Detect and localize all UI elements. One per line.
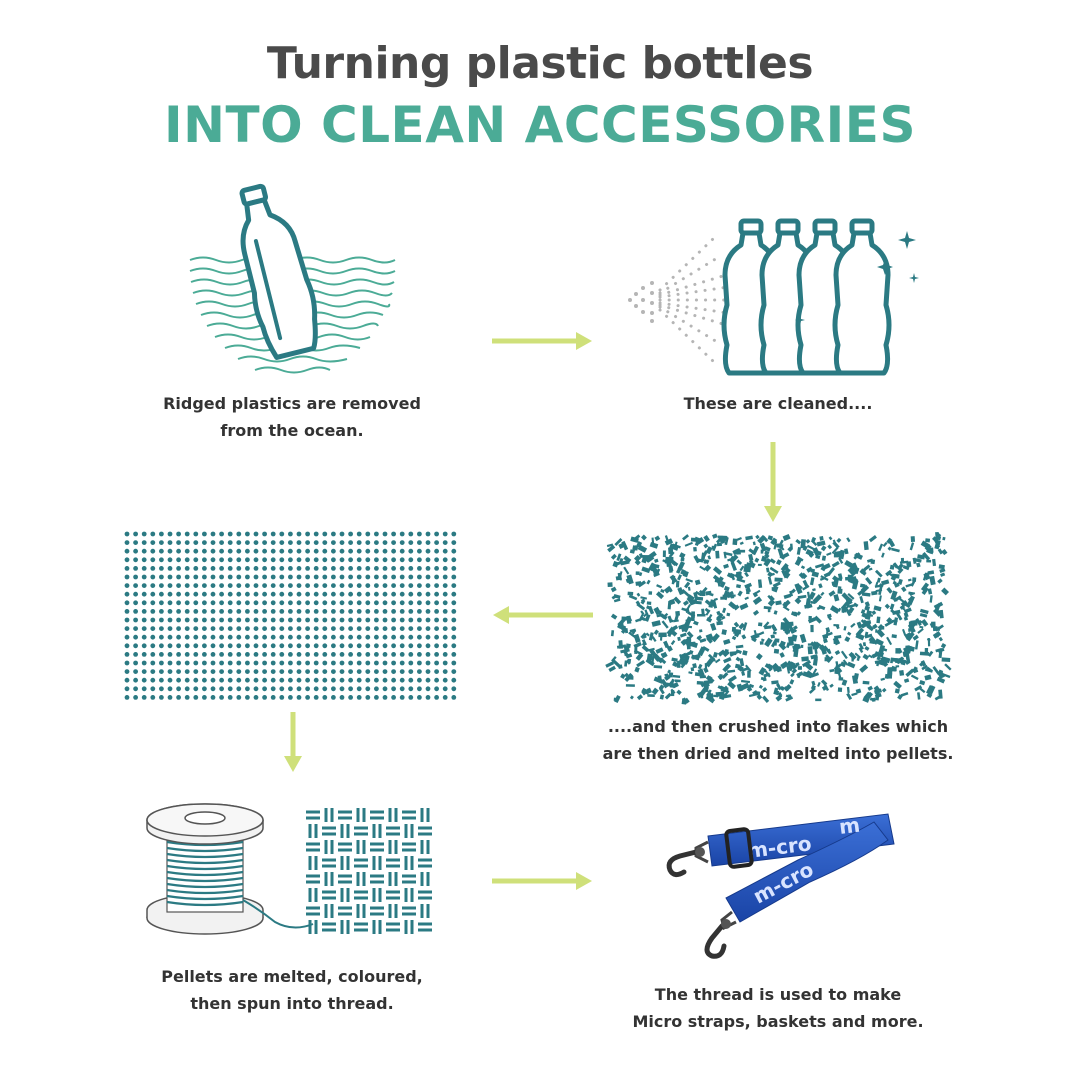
bottles-cleaning-icon: [628, 218, 919, 376]
micro-strap-icon: m-cro m m-cro: [666, 813, 895, 959]
strap-logo-text: m: [838, 813, 862, 839]
arrow-down-icon: [764, 442, 782, 522]
caption-step-6: The thread is used to make Micro straps,…: [632, 985, 924, 1031]
bottle-in-ocean-icon: [189, 183, 396, 374]
arrow-right-icon: [492, 332, 592, 350]
arrow-left-icon: [493, 606, 593, 624]
woven-fabric-icon: [306, 808, 432, 934]
caption-step-1: Ridged plastics are removed from the oce…: [163, 394, 421, 440]
thread-spool-icon: [146, 803, 314, 935]
arrow-down-icon: [284, 712, 302, 772]
caption-step-3: ....and then crushed into flakes which a…: [602, 717, 954, 763]
arrow-right-icon: [492, 872, 592, 890]
caption-step-2: These are cleaned....: [683, 394, 873, 413]
plastic-flakes-icon: [605, 531, 952, 705]
title-line-2: INTO CLEAN ACCESSORIES: [164, 96, 916, 154]
strap-logo-text: m-cro: [749, 857, 817, 909]
caption-step-5: Pellets are melted, coloured, then spun …: [161, 967, 423, 1013]
title-line-1: Turning plastic bottles: [266, 38, 814, 89]
pellets-grid-icon: [124, 531, 457, 700]
